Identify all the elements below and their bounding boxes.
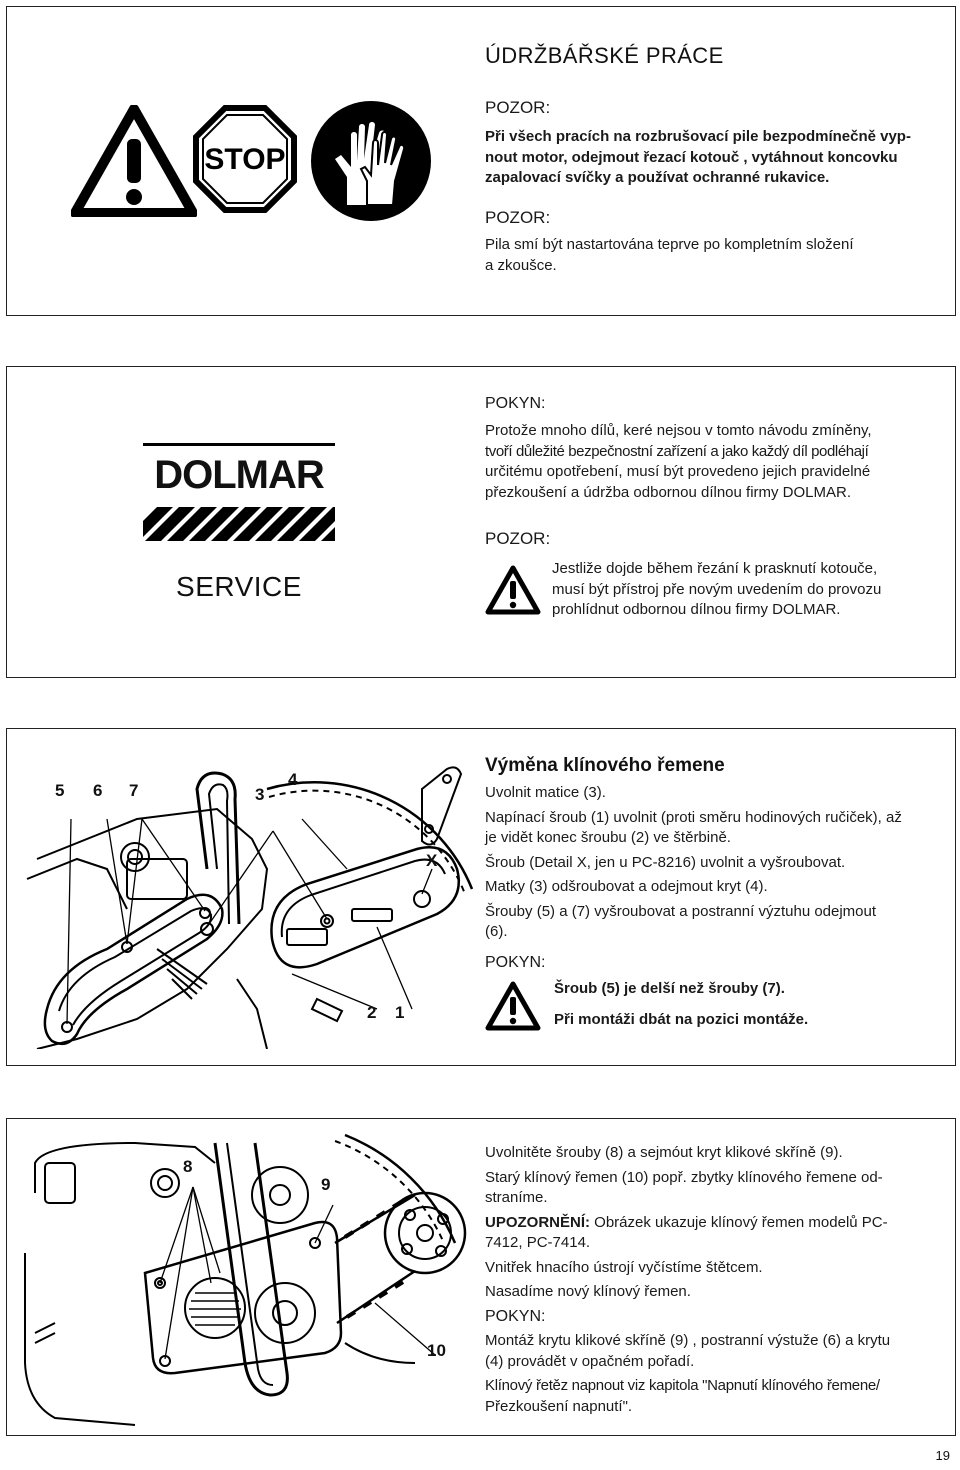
note-line: Protože mnoho dílů, keré nejsou v tomto …: [485, 422, 872, 439]
service-section: DOLMAR SERVICE POKYN: Protože mnoho dílů…: [6, 366, 956, 678]
note-line: Při montáži dbát na pozici montáže.: [554, 1010, 809, 1028]
notice-label: UPOZORNĚNÍ:: [485, 1213, 590, 1231]
warning1-line: zapalovací svíčky a používat ochranné ru…: [485, 169, 830, 186]
stop-sign-text: STOP: [204, 143, 285, 176]
warning-line: musí být přístroj pře novým uvedením do …: [552, 580, 882, 598]
instruction-line: Uvolnit matice (3).: [485, 784, 606, 801]
instruction-line: straníme.: [485, 1189, 548, 1206]
stop-sign-icon: STOP: [193, 105, 297, 213]
protective-gloves-icon: [311, 101, 431, 221]
belt-instructions: Uvolnit matice (3). Napínací šroub (1) u…: [485, 783, 947, 943]
warning-triangle-icon: [485, 565, 541, 615]
note-label: POKYN:: [485, 1307, 546, 1325]
instruction-line: Šrouby (5) a (7) vyšroubovat a postranní…: [485, 902, 877, 920]
instruction-line: je vidět konec šroubu (2) ve štěrbině.: [485, 829, 731, 846]
notice-line2: 7412, PC-7414.: [485, 1234, 591, 1251]
service-label: SERVICE: [176, 571, 302, 602]
note-label: POKYN:: [485, 395, 546, 412]
instruction-line: Napínací šroub (1) uvolnit (proti směru …: [485, 808, 902, 826]
note-line: přezkoušení a údržba odbornou dílnou fir…: [485, 483, 852, 501]
belt-replacement-section: 5 6 7 3 4 X 2 1 Výměna klínového řemene …: [6, 728, 956, 1066]
callout-x: X: [426, 851, 438, 870]
callout-1: 1: [395, 1003, 405, 1022]
warning1-line: nout motor, odejmout řezací kotouč , vyt…: [485, 148, 898, 166]
warning-line: prohlídnut odbornou dílnou firmy DOLMAR.: [552, 601, 841, 618]
final-line: Přezkoušení napnutí".: [485, 1397, 633, 1415]
instruction-line: Šroub (Detail X, jen u PC-8216) uvolnit …: [485, 853, 846, 871]
dolmar-logo: DOLMAR: [154, 453, 325, 497]
callout-10: 10: [427, 1341, 446, 1360]
note-line: (4) provádět v opačném pořadí.: [485, 1352, 695, 1370]
callout-7: 7: [129, 781, 139, 800]
instruction-line: Vnitřek hnacího ústrojí vyčístíme štětce…: [485, 1258, 763, 1276]
crankcase-cover-section: 8 9 10 Uvolnitěte šrouby (8) a sejmóut k…: [6, 1118, 956, 1436]
belt-heading: Výměna klínového řemene: [485, 755, 725, 776]
warning-text: Jestliže dojde během řezání k prasknutí …: [552, 559, 952, 621]
notice-line: UPOZORNĚNÍ: Obrázek ukazuje klínový řeme…: [485, 1213, 947, 1234]
warning-triangle-icon: [71, 105, 197, 217]
final-line: Klínový řetěz napnout viz kapitola "Napn…: [485, 1377, 880, 1394]
warning-triangle-icon: [485, 981, 541, 1031]
maintenance-section: ÚDRŽBÁŘSKÉ PRÁCE STOP POZOR: Při všech p…: [6, 6, 956, 316]
callout-8: 8: [183, 1157, 193, 1176]
crankcase-instructions: Uvolnitěte šrouby (8) a sejmóut kryt kli…: [485, 1143, 947, 1417]
warning2-line: Pila smí být nastartována teprve po komp…: [485, 236, 854, 253]
callout-6: 6: [93, 781, 103, 800]
note-line: určitému opotřebení, musí být provedeno …: [485, 463, 871, 480]
note-line: Šroub (5) je delší než šrouby (7).: [554, 980, 785, 997]
warning-line: Jestliže dojde během řezání k prasknutí …: [552, 560, 878, 577]
notice-text: Obrázek ukazuje klínový řemen modelů PC-: [590, 1213, 888, 1231]
instruction-line: Matky (3) odšroubovat a odejmout kryt (4…: [485, 878, 768, 895]
callout-3: 3: [255, 785, 265, 804]
warning2-text: Pila smí být nastartována teprve po komp…: [485, 235, 945, 276]
callout-9: 9: [321, 1175, 331, 1194]
section-title: ÚDRŽBÁŘSKÉ PRÁCE: [485, 43, 724, 68]
callout-2: 2: [367, 1003, 377, 1022]
instruction-line: Uvolnitěte šrouby (8) a sejmóut kryt kli…: [485, 1144, 843, 1161]
belt-note-label: POKYN:: [485, 954, 546, 971]
crankcase-belt-illustration: [24, 1133, 467, 1426]
logo-stripes: [143, 507, 335, 541]
callout-4: 4: [288, 770, 298, 789]
instruction-line: Nasadíme nový klínový řemen.: [485, 1283, 691, 1300]
belt-note-text: Šroub (5) je delší než šrouby (7). Při m…: [554, 979, 934, 1030]
warning1-text: Při všech pracích na rozbrušovací pile b…: [485, 127, 945, 189]
note-text: Protože mnoho dílů, keré nejsou v tomto …: [485, 421, 951, 503]
note-line: tvoří důležité bezpečnostní zařízení a j…: [485, 442, 869, 460]
warning2-label: POZOR:: [485, 208, 551, 227]
page-number: 19: [935, 1448, 950, 1463]
warning2-line: a zkoušce.: [485, 256, 557, 274]
cutter-belt-cover-illustration: [26, 766, 474, 1049]
logo-top-rule: [143, 443, 335, 446]
instruction-line: (6).: [485, 923, 508, 940]
instruction-line: Starý klínový řemen (10) popř. zbytky kl…: [485, 1168, 883, 1186]
warning-label: POZOR:: [485, 529, 551, 548]
callout-5: 5: [55, 781, 65, 800]
warning1-line: Při všech pracích na rozbrušovací pile b…: [485, 128, 911, 145]
note-line: Montáž krytu klikové skříně (9) , postra…: [485, 1332, 891, 1349]
warning1-label: POZOR:: [485, 98, 551, 117]
